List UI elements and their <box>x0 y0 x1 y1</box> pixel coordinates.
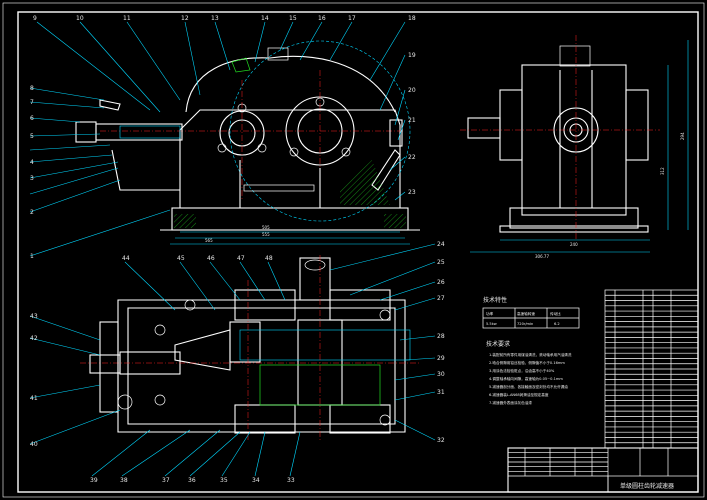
front-view: 505 555 565 <box>75 40 420 245</box>
tech-req-line-6: 6.减速器装L-AN68润滑油至规定高度 <box>489 392 549 397</box>
tech-req-line-2: 2.啮合侧隙用铅丝检验，侧隙值不小于0.16mm <box>489 360 565 365</box>
part-no-1: 1 <box>30 253 34 260</box>
tech-req-line-4: 4.调整轴承轴向间隙，高速轴为0.05~0.1mm <box>489 376 563 381</box>
front-view-part-numbers: 9 10 11 12 13 14 15 16 17 18 8 7 6 5 4 3… <box>30 15 416 260</box>
part-no-6: 6 <box>30 115 34 122</box>
part-no-26: 26 <box>437 279 445 286</box>
part-no-44: 44 <box>122 255 130 262</box>
part-no-28: 28 <box>437 333 445 340</box>
parts-list <box>604 289 699 449</box>
dim-294: 294 <box>680 132 685 140</box>
top-view-leaders <box>29 243 436 477</box>
part-no-30: 30 <box>437 371 445 378</box>
tech-req-line-5: 5.减速器剖分面、各接触面及密封处均不允许漏油 <box>489 384 568 389</box>
part-no-11: 11 <box>123 15 131 22</box>
part-no-27: 27 <box>437 295 445 302</box>
part-no-23: 23 <box>408 189 416 196</box>
part-no-5: 5 <box>30 133 34 140</box>
top-view <box>80 255 420 440</box>
front-view-leaders <box>29 21 406 257</box>
part-no-41: 41 <box>30 395 38 402</box>
tech-params-table: 技术特性 功率 高速轴转速 传动比 5.5kw 720r/min 6.2 <box>482 296 580 329</box>
part-no-33: 33 <box>287 477 295 484</box>
part-no-48: 48 <box>265 255 273 262</box>
part-no-35: 35 <box>220 477 228 484</box>
title-block: 单级圆柱齿轮减速器 <box>507 447 699 493</box>
part-no-39: 39 <box>90 477 98 484</box>
dim-306-77: 306.77 <box>535 254 549 259</box>
part-no-15: 15 <box>289 15 297 22</box>
part-no-7: 7 <box>30 99 34 106</box>
part-no-32: 32 <box>437 437 445 444</box>
part-no-13: 13 <box>211 15 219 22</box>
part-no-4: 4 <box>30 159 34 166</box>
part-no-47: 47 <box>237 255 245 262</box>
part-no-43: 43 <box>30 313 38 320</box>
dim-565: 565 <box>205 238 213 243</box>
part-no-21: 21 <box>408 117 416 124</box>
part-no-18: 18 <box>408 15 416 22</box>
part-no-19: 19 <box>408 52 416 59</box>
tech-params-power: 5.5kw <box>486 322 497 326</box>
part-no-24: 24 <box>437 241 445 248</box>
drawing-title: 单级圆柱齿轮减速器 <box>620 482 674 490</box>
tech-req-line-1: 1.装配前所有零件用煤油清洗，滚动轴承用汽油清洗 <box>489 352 572 357</box>
tech-req-line-7: 7.减速器外表面涂灰色油漆 <box>489 400 532 405</box>
part-no-31: 31 <box>437 389 445 396</box>
top-view-part-numbers: 44 45 46 47 48 24 25 26 27 28 29 30 31 3… <box>30 241 445 484</box>
part-no-16: 16 <box>318 15 326 22</box>
part-no-37: 37 <box>162 477 170 484</box>
part-no-2: 2 <box>30 209 34 216</box>
part-no-29: 29 <box>437 355 445 362</box>
tech-params-ratio: 6.2 <box>554 322 560 326</box>
part-no-22: 22 <box>408 154 416 161</box>
dim-505: 505 <box>262 225 270 230</box>
part-no-3: 3 <box>30 175 34 182</box>
part-no-10: 10 <box>76 15 84 22</box>
part-no-20: 20 <box>408 87 416 94</box>
part-no-45: 45 <box>177 255 185 262</box>
dim-312: 312 <box>660 167 665 175</box>
dim-555: 555 <box>262 232 270 237</box>
tech-req-heading: 技术要求 <box>486 340 510 348</box>
part-no-8: 8 <box>30 85 34 92</box>
part-no-46: 46 <box>207 255 215 262</box>
tech-params-header-power: 功率 <box>486 311 494 316</box>
tech-params-header-ratio: 传动比 <box>550 311 561 316</box>
tech-requirements: 技术要求 1.装配前所有零件用煤油清洗，滚动轴承用汽油清洗 2.啮合侧隙用铅丝检… <box>486 340 572 405</box>
tech-params-speed: 720r/min <box>517 322 533 326</box>
part-no-17: 17 <box>348 15 356 22</box>
part-no-38: 38 <box>120 477 128 484</box>
tech-req-line-3: 3.用涂色法检验斑点，沿齿高不小于40% <box>489 368 555 373</box>
inner-frame <box>17 11 699 493</box>
part-no-40: 40 <box>30 441 38 448</box>
part-no-14: 14 <box>261 15 269 22</box>
tech-params-heading: 技术特性 <box>483 296 507 304</box>
side-view: 240 306.77 312 294 <box>460 35 689 259</box>
tech-params-header-speed: 高速轴转速 <box>517 311 535 316</box>
part-no-9: 9 <box>33 15 37 22</box>
part-no-12: 12 <box>181 15 189 22</box>
dim-240: 240 <box>570 242 578 247</box>
part-no-36: 36 <box>188 477 196 484</box>
part-no-25: 25 <box>437 259 445 266</box>
part-no-34: 34 <box>252 477 260 484</box>
part-no-42: 42 <box>30 335 38 342</box>
